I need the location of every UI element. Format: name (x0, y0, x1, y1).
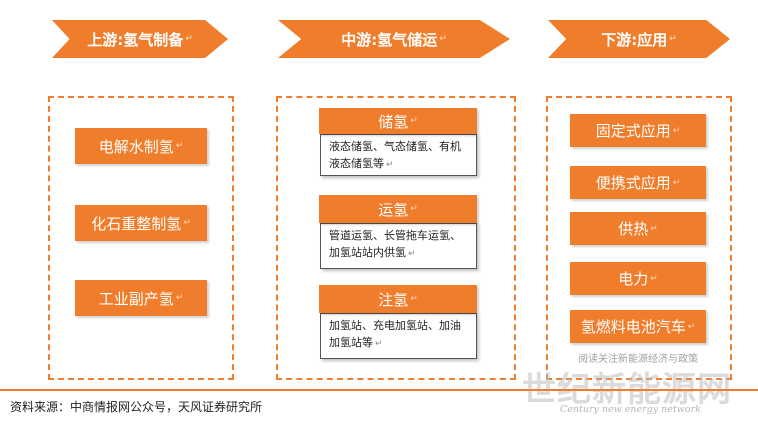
downstream-item-portable: 便携式应用↵ (570, 166, 706, 199)
downstream-item-label: 固定式应用 (595, 122, 671, 140)
header-midstream-label: 中游:氢气储运 (341, 30, 438, 49)
return-mark-icon: ↵ (672, 177, 681, 188)
upstream-item-label: 化石重整制氢 (91, 214, 182, 233)
downstream-item-label: 供热 (618, 220, 649, 238)
midstream-storage-title: 储氢↵ (319, 108, 477, 134)
return-mark-icon: ↵ (410, 294, 418, 304)
downstream-item-fuel-cell-vehicle: 氢燃料电池汽车↵ (570, 310, 706, 343)
downstream-column (546, 96, 732, 380)
midstream-section-desc: 加氢站、充电加氢站、加油加氢站等 (329, 319, 461, 349)
downstream-item-label: 便携式应用 (595, 174, 671, 192)
upstream-column (48, 96, 234, 380)
return-mark-icon: ↵ (410, 204, 418, 214)
upstream-item-fossil-reforming: 化石重整制氢↵ (75, 205, 207, 241)
midstream-section-desc: 液态储氢、气态储氢、有机液态储氢等 (329, 140, 461, 170)
midstream-transport-title: 运氢↵ (319, 195, 477, 223)
return-mark-icon: ↵ (439, 34, 447, 44)
midstream-section-title: 储氢 (378, 112, 409, 131)
return-mark-icon: ↵ (672, 125, 681, 136)
header-upstream-label: 上游:氢气制备 (87, 30, 184, 49)
midstream-section-desc: 管道运氢、长管拖车运氢、加氢站站内供氢 (329, 229, 461, 259)
upstream-item-label: 工业副产氢 (98, 289, 174, 308)
return-mark-icon: ↵ (408, 249, 416, 259)
return-mark-icon: ↵ (375, 339, 383, 349)
downstream-item-label: 电力 (618, 270, 649, 288)
return-mark-icon: ↵ (185, 34, 193, 44)
downstream-item-stationary: 固定式应用↵ (570, 114, 706, 147)
upstream-item-electrolysis: 电解水制氢↵ (75, 128, 207, 164)
watermark-subtitle: 阅读关注新能源经济与政策 (576, 350, 700, 365)
midstream-column (276, 96, 516, 380)
downstream-item-label: 氢燃料电池汽车 (580, 318, 686, 336)
midstream-section-title: 注氢 (378, 290, 409, 309)
return-mark-icon: ↵ (650, 223, 658, 234)
source-note: 资料来源：中商情报网公众号，天风证券研究所 (10, 400, 263, 414)
midstream-filling-desc: 加氢站、充电加氢站、加油加氢站等↵ (320, 313, 477, 359)
watermark-english: Century new energy network (560, 404, 701, 415)
midstream-transport-desc: 管道运氢、长管拖车运氢、加氢站站内供氢↵ (320, 223, 477, 269)
return-mark-icon: ↵ (183, 218, 191, 228)
return-mark-icon: ↵ (669, 34, 677, 44)
downstream-item-power: 电力↵ (570, 262, 706, 295)
header-downstream-label: 下游:应用 (601, 30, 668, 49)
midstream-section-title: 运氢 (378, 200, 409, 219)
return-mark-icon: ↵ (175, 293, 184, 303)
downstream-item-heating: 供热↵ (570, 212, 706, 245)
upstream-item-industrial-byproduct: 工业副产氢↵ (75, 280, 207, 316)
return-mark-icon: ↵ (410, 116, 418, 126)
header-upstream: 上游:氢气制备↵ (52, 20, 228, 58)
upstream-item-label: 电解水制氢 (98, 137, 174, 156)
return-mark-icon: ↵ (650, 273, 658, 284)
return-mark-icon: ↵ (175, 141, 184, 151)
footer-divider (0, 389, 758, 391)
midstream-storage-desc: 液态储氢、气态储氢、有机液态储氢等↵ (320, 134, 477, 176)
header-downstream: 下游:应用↵ (548, 20, 730, 58)
return-mark-icon: ↵ (687, 321, 696, 332)
midstream-filling-title: 注氢↵ (319, 285, 477, 313)
return-mark-icon: ↵ (386, 160, 394, 170)
header-midstream: 中游:氢气储运↵ (278, 20, 510, 58)
